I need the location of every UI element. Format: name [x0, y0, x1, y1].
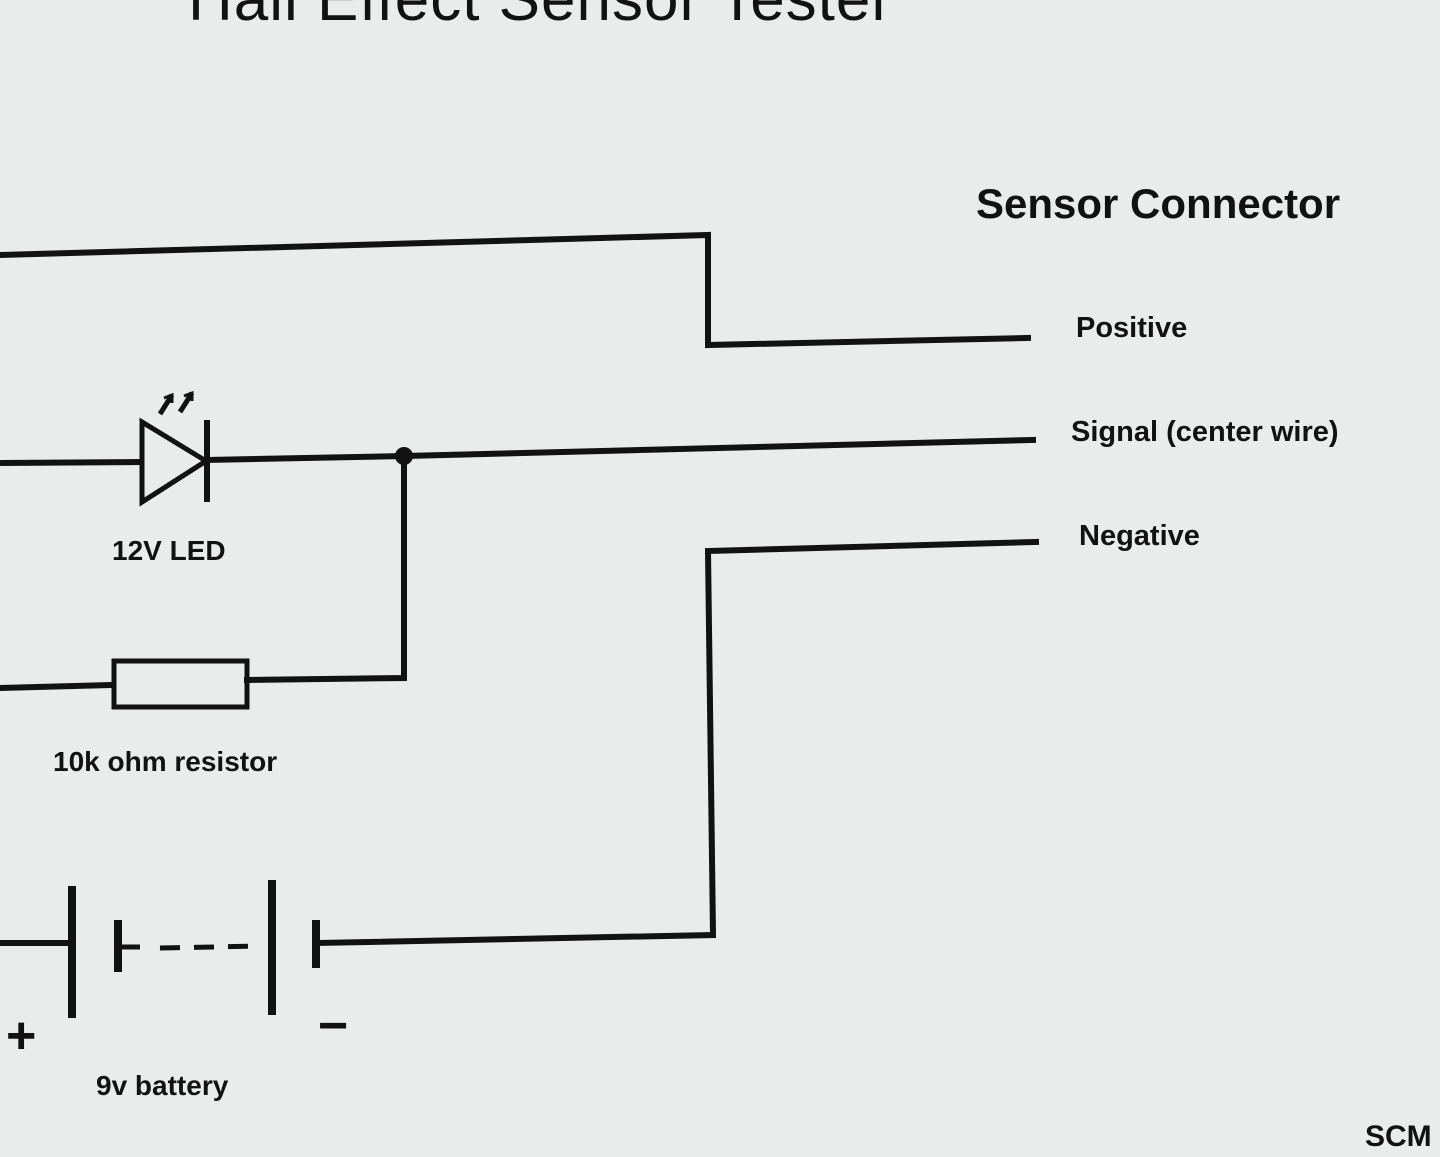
sensor-connector-heading: Sensor Connector: [976, 180, 1341, 227]
diagram-title: Hall Effect Sensor Tester: [188, 0, 893, 35]
pin-label-negative: Negative: [1079, 520, 1200, 552]
led-symbol: [139, 390, 211, 507]
resistor-tie-wire: [243, 453, 407, 684]
negative-wire: [314, 538, 1040, 947]
resistor-left-wire: [0, 681, 117, 692]
signal-wire: [400, 436, 1037, 460]
positive-wire: [0, 231, 1032, 349]
battery-minus-sign: −: [318, 997, 349, 1055]
battery-symbol: [68, 880, 320, 1018]
battery-plus-sign: +: [6, 1007, 37, 1065]
led-left-wire: [0, 458, 144, 467]
pin-label-signal: Signal (center wire): [1071, 416, 1339, 448]
resistor-label: 10k ohm resistor: [53, 746, 278, 777]
pin-label-positive: Positive: [1076, 312, 1188, 344]
battery-label: 9v battery: [96, 1070, 229, 1101]
led-right-wire: [203, 452, 408, 464]
signal-junction-dot: [395, 447, 413, 465]
led-label: 12V LED: [112, 535, 226, 566]
author-initials: SCM: [1365, 1120, 1432, 1153]
resistor-symbol: [111, 658, 250, 710]
